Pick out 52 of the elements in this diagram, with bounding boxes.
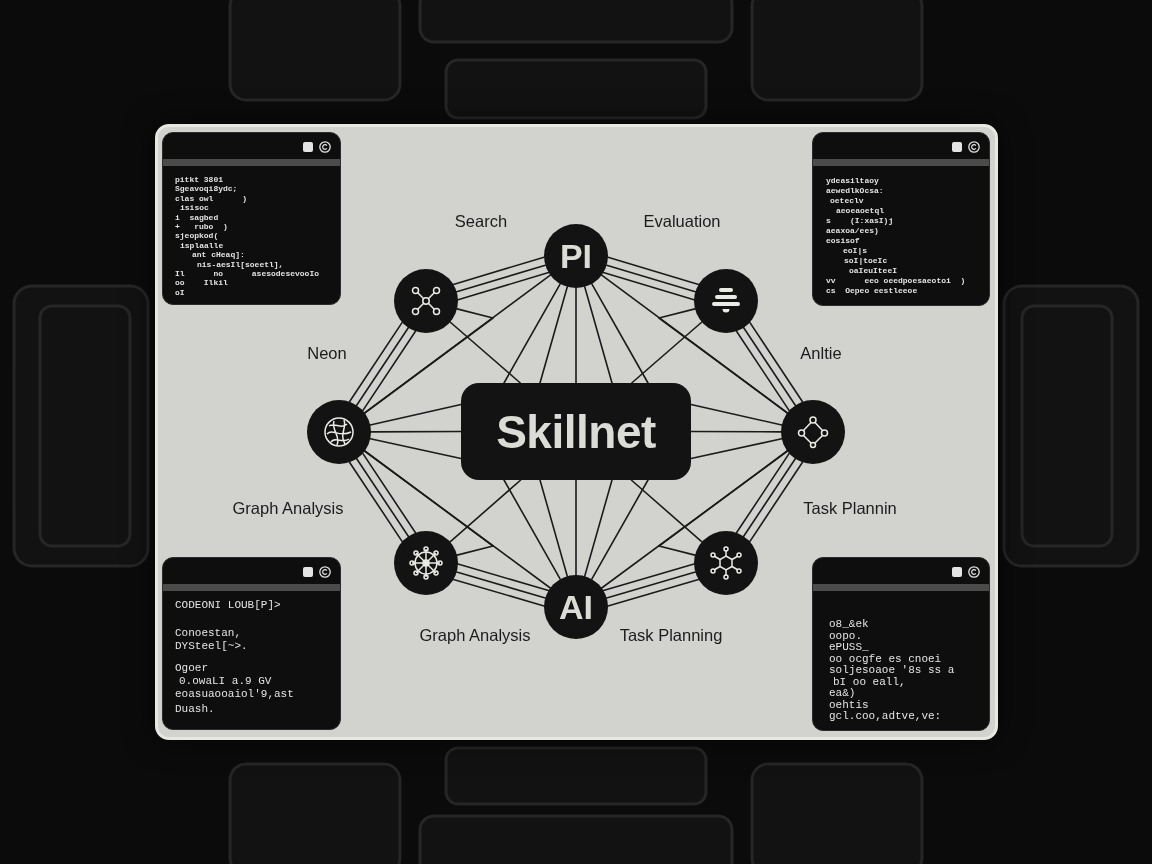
code-line: oo Ilkil <box>175 278 228 288</box>
code-line: aewedlkOcsa: <box>826 186 884 196</box>
skill-label: Anltie <box>800 344 842 362</box>
hub-label: PI <box>559 239 593 273</box>
code-line: oI <box>175 287 185 298</box>
code-line: CODEONI LOUB[P]> <box>175 599 281 612</box>
skill-label: Task Planning <box>619 626 723 644</box>
code-line: cs Oepeo eestleeoe <box>826 286 918 296</box>
code-line: ydeasiltaoy <box>826 176 879 186</box>
code-line: ePUSS_ <box>829 642 869 654</box>
code-line: nis-aesIl[soeetl], <box>197 259 284 270</box>
code-line: eoasuaooaiol'9,ast <box>175 688 294 701</box>
code-line: o8_&ek <box>829 619 869 631</box>
code-line: gcl.coo,adtve,ve: <box>829 711 942 723</box>
code-line: aeaxoa/ees) <box>826 226 879 236</box>
code-line: soI|toeIc <box>844 256 888 266</box>
code-line: vv eeo oeedpoesaeotoi ) <box>826 276 966 286</box>
skill-label: Evaluation <box>643 212 721 230</box>
code-line: isisoc <box>180 203 209 213</box>
code-line: 0.owaLI a.9 GV <box>179 675 272 688</box>
code-line: aeoeaoetql <box>836 206 884 216</box>
hub-label: AI <box>559 590 593 624</box>
code-line: Sgeavoqi8ydc; <box>175 184 238 194</box>
skill-label: Task Plannin <box>803 499 897 517</box>
code-line: bI oo eall, <box>833 676 906 688</box>
code-line: soljesoaoe '8s ss a <box>829 665 955 677</box>
skill-label: Graph Analysis <box>232 499 344 517</box>
code-line: pitkt 3801 <box>175 175 223 185</box>
code-line: oaIeuIteeI <box>849 266 897 276</box>
code-line: eosisof <box>826 236 860 246</box>
code-line: + rubo ) <box>175 222 228 232</box>
code-line: ea&) <box>829 688 856 700</box>
code-line: DYSteel[~>. <box>175 640 248 653</box>
code-line: oeteclv <box>830 196 864 206</box>
code-line: oo ocgfe es cnoei <box>829 653 942 665</box>
code-line: Ogoer <box>175 662 208 675</box>
code-line: eoI|s <box>843 246 867 256</box>
skill-label: Neon <box>307 344 347 362</box>
code-line: s (I:xasI)j <box>826 216 894 226</box>
skill-label: Graph Analysis <box>419 626 531 644</box>
code-line: clas owl ) <box>175 193 247 204</box>
code-line: sjeopkod( <box>175 231 219 241</box>
code-line: i sagbed <box>175 212 219 223</box>
code-line: Il no asesodesevooIo <box>175 269 320 279</box>
code-line: oopo. <box>829 630 862 642</box>
code-line: isplaalle <box>180 240 224 251</box>
code-line: ant cHeaq]: <box>192 250 245 260</box>
hub-title: Skillnet <box>496 408 656 455</box>
code-line: Conoestan, <box>175 627 241 640</box>
skill-label: Search <box>454 212 508 230</box>
code-line: Duash. <box>175 703 215 716</box>
code-line: oehtis <box>829 699 869 711</box>
